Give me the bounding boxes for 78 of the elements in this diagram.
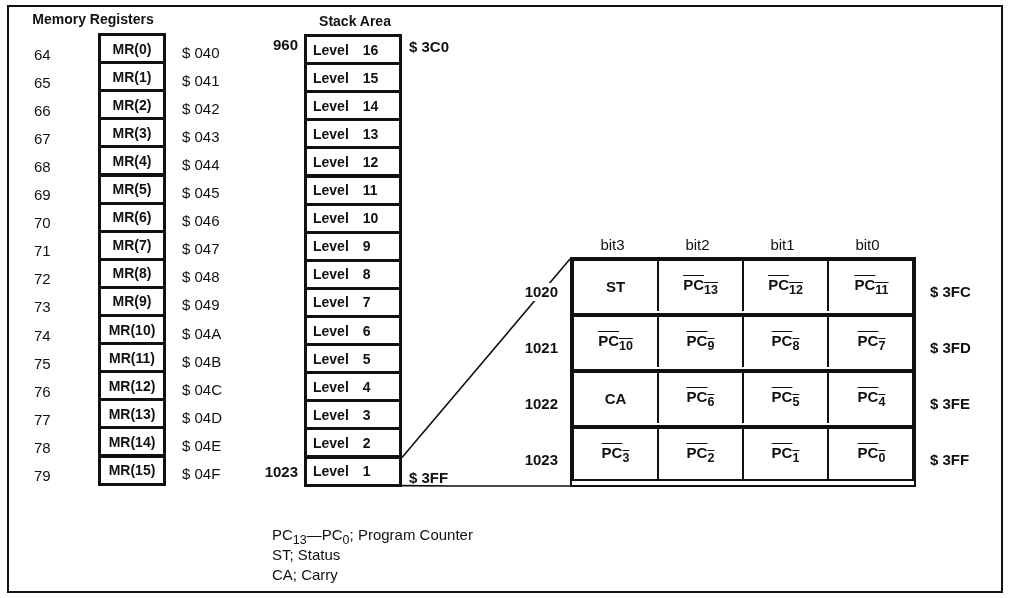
address-number: 65 xyxy=(34,73,52,92)
hex-address: $ 3C0 xyxy=(409,37,450,56)
hex-address: $ 041 xyxy=(182,71,220,90)
address-number: 70 xyxy=(34,214,52,233)
hex-address: $ 3FC xyxy=(930,283,971,301)
hex-address: $ 3FE xyxy=(930,395,971,413)
bit-cell: PC$_{10}$ xyxy=(574,317,659,367)
hex-address: $ 044 xyxy=(182,155,220,174)
bit-cell: PC$_{3}$ xyxy=(574,429,659,479)
column-heading: Stack Area xyxy=(318,12,392,30)
table-row xyxy=(572,315,914,371)
note-text: ST; Status xyxy=(272,546,341,564)
bit-cell: PC$_{9}$ xyxy=(659,317,744,367)
hex-address: $ 04A xyxy=(182,324,222,343)
address-number: 77 xyxy=(34,410,52,429)
hex-address: $ 042 xyxy=(182,99,220,118)
hex-address: $ 04D xyxy=(182,408,223,427)
hex-address: $ 049 xyxy=(182,296,220,315)
bit-cell: PC$_{2}$ xyxy=(659,429,744,479)
table-row xyxy=(572,259,914,315)
hex-address: $ 3FF xyxy=(409,469,449,488)
address-number: 76 xyxy=(34,382,52,401)
bit-cell: PC$_{5}$ xyxy=(744,373,829,423)
bit-cell: PC$_{1}$ xyxy=(744,429,829,479)
stack-level-box: Level 12 xyxy=(304,146,402,178)
address-number: 68 xyxy=(34,157,52,176)
address-number: 75 xyxy=(34,354,52,373)
hex-address: $ 04E xyxy=(182,436,222,455)
bit-cell: PC$_{13}$ xyxy=(659,261,744,311)
address-number: 66 xyxy=(34,101,52,120)
register-box: MR(4) xyxy=(98,145,166,177)
stack-level-box: Level 1 xyxy=(304,455,402,487)
bit-cell: PC$_{8}$ xyxy=(744,317,829,367)
hex-address: $ 3FD xyxy=(930,339,971,357)
address-number: 64 xyxy=(34,45,52,64)
hex-address: $ 04F xyxy=(182,465,221,484)
hex-address: $ 047 xyxy=(182,240,220,259)
register-box: MR(15) xyxy=(98,454,166,486)
column-heading: Memory Registers xyxy=(31,10,155,28)
address-number: 960 xyxy=(271,35,298,54)
address-number: 67 xyxy=(34,129,52,148)
hex-address: $ 046 xyxy=(182,212,220,231)
hex-address: $ 040 xyxy=(182,43,220,62)
table-row xyxy=(572,427,914,481)
address-number: 73 xyxy=(34,298,52,317)
hex-address: $ 04B xyxy=(182,352,222,371)
register-box: MR(14) xyxy=(98,426,166,458)
bit-cell: PC$_{12}$ xyxy=(744,261,829,311)
hex-address: $ 043 xyxy=(182,127,220,146)
bit-cell: PC$_{4}$ xyxy=(829,373,914,423)
bit-cell: PC$_{6}$ xyxy=(659,373,744,423)
bit-cell: PC$_{11}$ xyxy=(829,261,914,311)
bit-cell: PC$_{0}$ xyxy=(829,429,914,479)
callout-line xyxy=(401,484,571,487)
address-number: 74 xyxy=(34,326,52,345)
bit-header: bit0 xyxy=(854,236,881,254)
address-number: 69 xyxy=(34,186,52,205)
bit-header: bit3 xyxy=(599,236,626,254)
bit-cell: PC$_{7}$ xyxy=(829,317,914,367)
hex-address: $ 04C xyxy=(182,380,223,399)
address-number: 71 xyxy=(34,242,52,261)
bit-header: bit1 xyxy=(769,236,796,254)
address-number: 1023 xyxy=(263,463,298,482)
bit-cell: CA xyxy=(574,373,659,423)
stack-level-box: Level 2 xyxy=(304,427,402,459)
address-number: 78 xyxy=(34,438,52,457)
note-text: PC$_{13}$—PC$_{0}$; Program Counter xyxy=(272,526,473,549)
address-number: 79 xyxy=(34,467,52,486)
bit-table xyxy=(570,257,916,487)
hex-address: $ 045 xyxy=(182,184,220,203)
address-number: 72 xyxy=(34,270,52,289)
hex-address: $ 3FF xyxy=(930,451,970,469)
bit-header: bit2 xyxy=(684,236,711,254)
table-row xyxy=(572,371,914,427)
callout-line xyxy=(401,258,571,459)
bit-cell: ST xyxy=(574,261,659,311)
note-text: CA; Carry xyxy=(272,566,338,584)
hex-address: $ 048 xyxy=(182,268,220,287)
